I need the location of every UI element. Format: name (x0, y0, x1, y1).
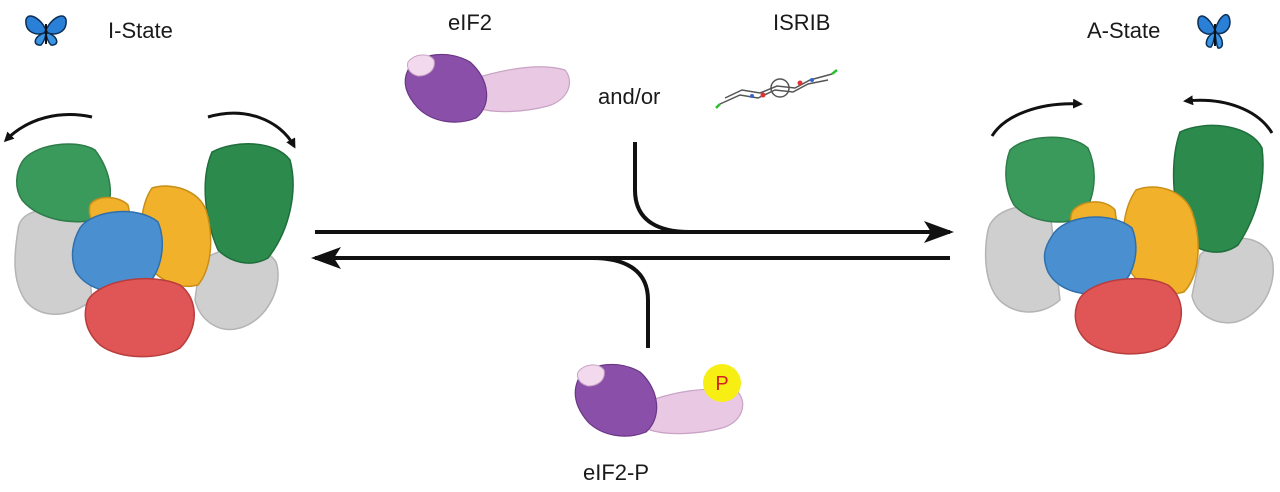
curved-arrow-icon (3, 113, 93, 143)
and-or-label: and/or (598, 84, 661, 109)
i-state-complex (3, 111, 296, 358)
eif2-p-molecule: P (574, 363, 744, 437)
phospho-join-line (591, 256, 650, 348)
eif2-p-label: eIF2-P (583, 460, 650, 485)
curved-arrow-icon (1183, 95, 1274, 134)
eif2-label: eIF2 (448, 10, 493, 35)
phosphate-badge (703, 364, 741, 402)
a-state-label: A-State (1087, 18, 1161, 43)
curved-arrow-icon (207, 111, 296, 149)
a-state-complex (984, 95, 1274, 355)
isrib-label: ISRIB (773, 10, 831, 35)
butterfly-icon (25, 15, 67, 46)
isrib-molecule (715, 69, 838, 109)
eif2-molecule (404, 53, 570, 123)
phosphate-label: P (715, 373, 728, 395)
ligand-join-line (633, 142, 691, 234)
curved-arrow-icon (990, 98, 1083, 137)
butterfly-icon (1197, 13, 1231, 49)
i-state-label: I-State (108, 18, 173, 43)
